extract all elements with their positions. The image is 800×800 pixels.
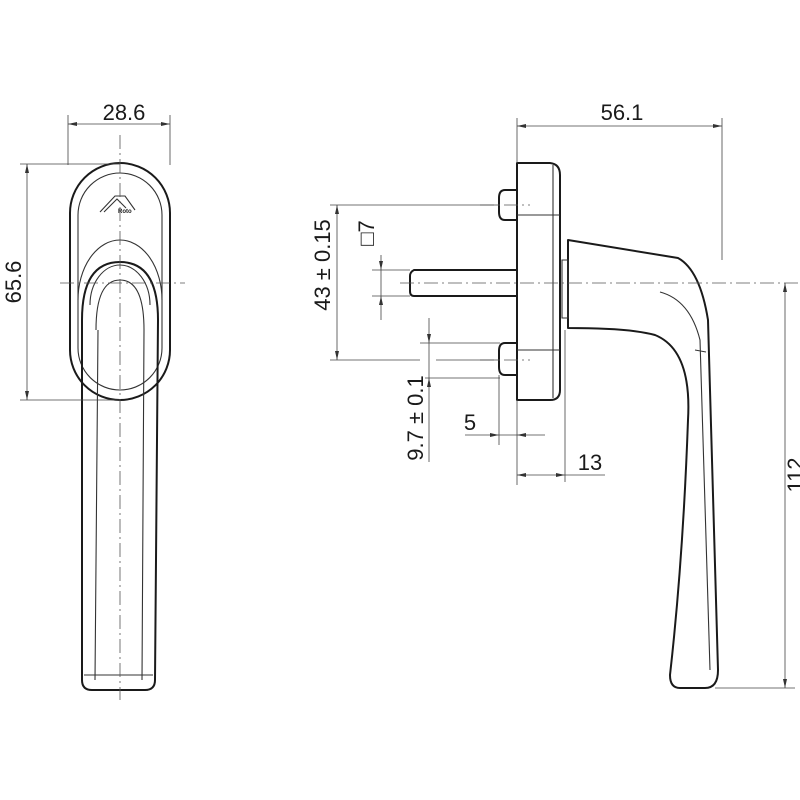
handle-lever: [567, 239, 719, 689]
escutcheon-inner: [77, 172, 163, 391]
dim-height: 65.6: [1, 261, 26, 304]
dim-handle-length: 112: [783, 457, 800, 492]
bottom-pin: [498, 342, 517, 376]
handle-front-inner: [94, 279, 145, 681]
dim-spindle: □7: [354, 220, 379, 246]
dim-depth: 56.1: [601, 100, 644, 125]
rosette-plate: [516, 162, 561, 401]
front-view: Roto 28.6 65.6: [1, 100, 185, 700]
dim-pin-spacing: 43 ± 0.15: [310, 219, 335, 311]
dim-pin-length: 5: [464, 410, 476, 435]
escutcheon-outline: [69, 162, 171, 401]
dim-rosette-depth: 13: [578, 450, 602, 475]
dim-pin-diameter: 9.7 ± 0.1: [403, 375, 428, 460]
roto-logo-text: Roto: [118, 209, 132, 215]
handle-front: [81, 261, 159, 691]
dim-width: 28.6: [103, 100, 146, 125]
spindle: [409, 269, 517, 297]
side-view: 56.1 112 43 ± 0.15 □7 9.7 ± 0.1 5: [310, 100, 800, 689]
